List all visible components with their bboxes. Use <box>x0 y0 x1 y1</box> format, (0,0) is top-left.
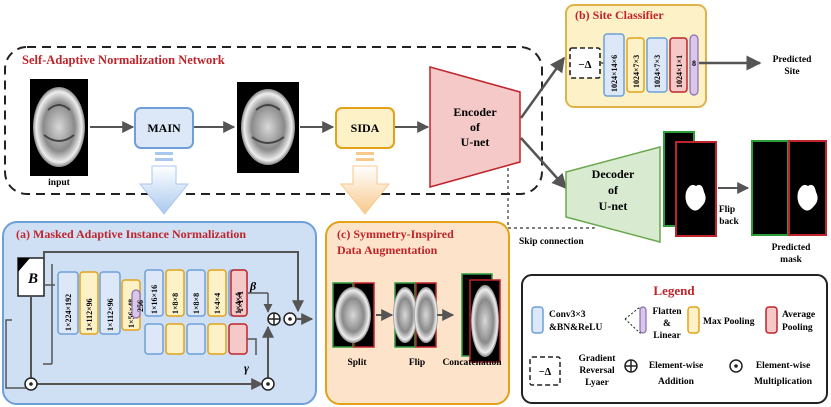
skip-connection-label: Skip connection <box>519 237 584 247</box>
legend-maxpool-swatch <box>687 306 700 334</box>
san-network-box <box>4 46 543 195</box>
main-label: MAIN <box>147 121 181 135</box>
sida-split-label: Split <box>347 358 367 368</box>
legend-grl-2: Reversal <box>579 366 615 376</box>
main-expand-arrow <box>138 152 190 215</box>
sida-split-image <box>332 282 375 348</box>
legend-avgpool-2: Pooling <box>782 323 813 333</box>
legend-flatten-1: Flatten <box>652 307 682 317</box>
encoder-line-2: of <box>470 120 481 134</box>
ma-mult-op-right <box>261 377 275 391</box>
ma-flatten <box>131 289 141 319</box>
predicted-mask-1: Predicted <box>772 243 812 253</box>
predicted-site-2: Site <box>784 67 799 77</box>
sida-flip-label: Flip <box>409 358 425 368</box>
ma-layer-1: 1×224×192 <box>64 294 73 331</box>
predicted-site-1: Predicted <box>773 55 813 65</box>
legend-add-icon <box>624 359 638 373</box>
ma-branch-5: 1×4×4 <box>234 293 243 314</box>
input-label: input <box>48 178 70 188</box>
legend-conv-swatch <box>531 306 544 334</box>
legend-mult-2: Multiplication <box>754 377 813 387</box>
legend-mult-icon <box>729 359 743 373</box>
ma-mult-op-left <box>24 377 38 391</box>
sc-layer-1: 1024×14×6 <box>610 55 619 92</box>
sc-flatten <box>689 34 699 96</box>
ma-branch-6: 1×1×1 <box>236 291 245 312</box>
main-block <box>134 107 194 149</box>
ma-layer-2: 1×112×96 <box>85 298 94 331</box>
legend-add-2: Addition <box>658 377 695 387</box>
ma-branch-3: 1×8×8 <box>192 293 201 314</box>
legend-maxpool: Max Pooling <box>703 317 755 327</box>
sc-layer-2: 1024×7×3 <box>632 55 641 88</box>
sida-expand-arrow <box>339 152 391 215</box>
ma-conv-2 <box>99 271 121 335</box>
legend-add-1: Element-wise <box>649 361 703 371</box>
ma-fc-label: 256 <box>136 300 145 312</box>
sc-layer-4: 1024×1×1 <box>675 55 684 88</box>
normalized-brain-image <box>237 82 299 173</box>
decoder-line-2: of <box>608 183 619 197</box>
beta-label: β <box>249 279 257 293</box>
ma-pool-1 <box>79 271 99 335</box>
sc-pool-1 <box>626 37 645 93</box>
sida-concat-label: Concatenation <box>442 358 502 368</box>
ma-branch-top <box>144 269 248 317</box>
ma-branch-2: 1×8×8 <box>171 293 180 314</box>
legend-flatten-swatch <box>639 306 647 334</box>
mask-b-label: B <box>27 271 38 287</box>
encoder-line-3: U-net <box>461 135 490 149</box>
sc-out-num: 8 <box>692 59 696 68</box>
ma-branch-bottom <box>144 323 248 355</box>
sida-concatenation-image <box>461 273 501 363</box>
legend-avgpool-swatch <box>765 306 778 334</box>
ma-add-op <box>267 312 281 326</box>
sida-block <box>335 107 395 149</box>
encoder-line-1: Encoder <box>453 105 497 119</box>
predicted-mask-2: mask <box>780 255 802 265</box>
ma-mult-op <box>283 312 297 326</box>
sc-avgpool <box>669 37 688 93</box>
sida-flip-image <box>393 282 438 348</box>
legend-avgpool-1: Average <box>782 310 815 320</box>
ma-branch-4: 1×4×4 <box>213 293 222 314</box>
legend-flatten-2: & <box>663 319 671 329</box>
site-classifier-title: (b) Site Classifier <box>575 8 664 22</box>
legend-conv-1: Conv3×3 <box>549 310 586 320</box>
legend-grl-3: Lyaer <box>585 378 610 388</box>
sc-layer-3: 1024×7×3 <box>653 55 662 88</box>
sida-title-1: (c) Symmetry-Inspired <box>337 227 454 241</box>
decoder-line-3: U-net <box>599 199 628 213</box>
gamma-label: γ <box>244 361 249 375</box>
sida-title-2: Data Augmentation <box>337 243 438 257</box>
predicted-mask-image <box>751 140 827 236</box>
legend-conv-2: &BN&ReLU <box>549 323 602 333</box>
ma-conv-1 <box>57 271 79 335</box>
legend-panel <box>521 274 828 404</box>
decoder-line-1: Decoder <box>592 167 635 181</box>
decoder-output-mask <box>663 131 717 237</box>
masked-adain-title: (a) Masked Adaptive Instance Normalizati… <box>16 227 246 241</box>
flip-back-2: back <box>719 217 739 227</box>
legend-grl-swatch <box>529 356 561 386</box>
grl-symbol: −Δ <box>578 59 591 71</box>
legend-grl-1: Gradient <box>579 354 617 364</box>
legend-grl-symbol: −Δ <box>539 367 552 378</box>
legend-mult-1: Element-wise <box>756 361 810 371</box>
sc-conv-2 <box>646 37 668 93</box>
flip-back-1: Flip <box>719 205 735 215</box>
san-network-title: Self-Adaptive Normalization Network <box>22 53 225 67</box>
input-brain-image <box>30 79 88 176</box>
sida-label: SIDA <box>351 121 380 135</box>
legend-flatten-3: Linear <box>653 331 681 341</box>
legend-title: Legend <box>653 283 695 298</box>
sc-conv-1 <box>603 33 625 97</box>
decoder-block <box>565 146 661 243</box>
ma-branch-1: 1×16×16 <box>150 285 159 314</box>
ma-layer-3: 1×112×96 <box>106 298 115 331</box>
encoder-block <box>429 66 521 188</box>
